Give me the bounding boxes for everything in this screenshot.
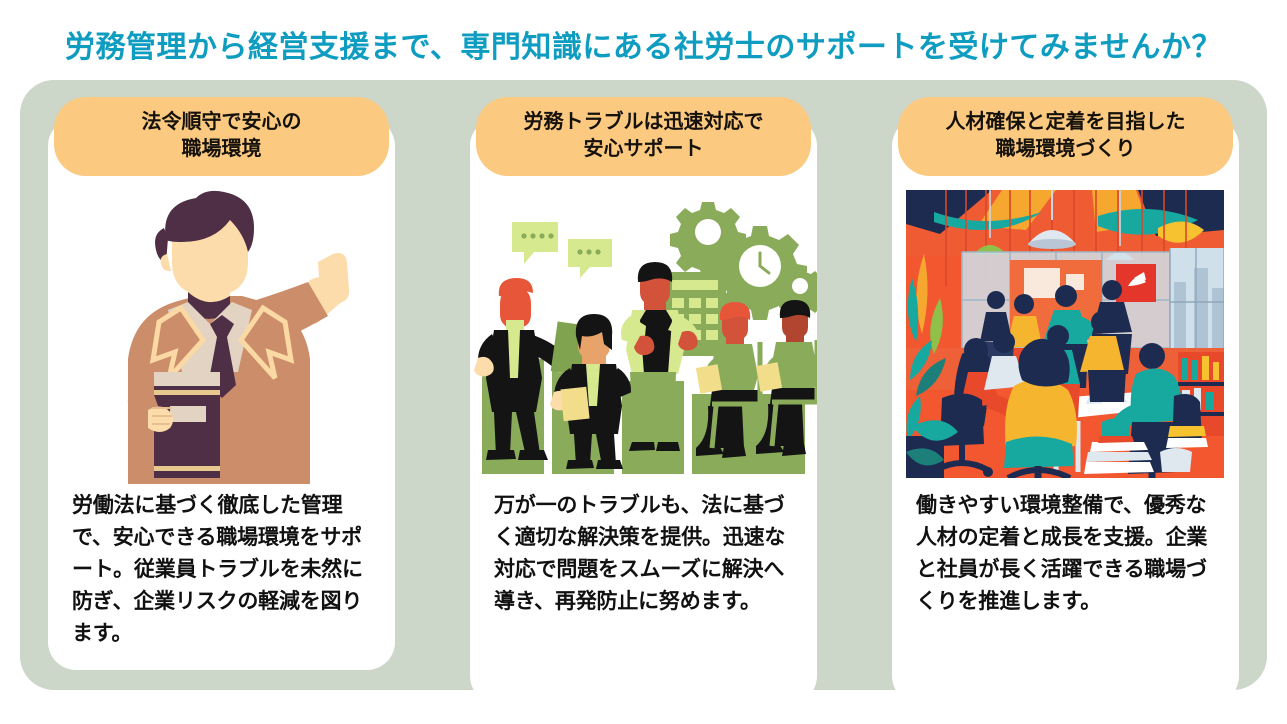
- figure-analyst: [621, 262, 698, 451]
- card-visual-compliance: [48, 184, 395, 484]
- paper-stack-icon: [1084, 418, 1208, 474]
- page-title: 労務管理から経営支援まで、専門知識にある社労士のサポートを受けてみませんか？: [65, 31, 1222, 64]
- card-header-line1: 人材確保と定着を目指した: [945, 111, 1186, 133]
- figure-seated-left: [695, 302, 767, 458]
- card-trouble-support[interactable]: 労務トラブルは迅速対応で 安心サポート: [470, 97, 817, 704]
- card-retention[interactable]: 人材確保と定着を目指した 職場環境づくり: [892, 97, 1239, 704]
- card-body-retention: 働きやすい環境整備で、優秀な人材の定着と成長を支援。企業と社員が長く活躍できる職…: [916, 494, 1208, 613]
- speech-bubble-icon: [512, 222, 612, 278]
- card-header-line1: 労務トラブルは迅速対応で: [523, 111, 764, 133]
- gear-icon: [670, 202, 817, 320]
- figure-seated-right: [755, 300, 817, 456]
- card-visual-trouble-support: [470, 184, 817, 484]
- team-podium-illustration: [474, 202, 817, 474]
- figure-presenter: [474, 278, 598, 460]
- card-header-line2: 職場環境づくり: [995, 138, 1136, 160]
- card-header-line1: 法令順守で安心の: [141, 111, 302, 133]
- card-compliance[interactable]: 法令順守で安心の 職場環境: [48, 97, 395, 670]
- card-visual-retention: [892, 184, 1239, 484]
- card-header-line2: 安心サポート: [583, 138, 704, 160]
- open-office-scene-icon: [906, 190, 1224, 478]
- card-header-line2: 職場環境: [181, 138, 262, 160]
- card-body-trouble-support: 万が一のトラブルも、法に基づく適切な解決策を提供。迅速な対応で問題をスムーズに解…: [494, 494, 786, 613]
- person-seated-group: [931, 331, 1202, 478]
- card-header-trouble-support: 労務トラブルは迅速対応で 安心サポート: [476, 97, 811, 176]
- businessman-pointing-icon: [127, 190, 350, 484]
- office-illustration: [906, 190, 1224, 478]
- card-body-compliance: 労働法に基づく徹底した管理で、安心できる職場環境をサポート。従業員トラブルを未然…: [72, 494, 363, 645]
- card-header-retention: 人材確保と定着を目指した 職場環境づくり: [898, 97, 1233, 176]
- figure-woman-bob: [550, 314, 632, 469]
- cards-row: 法令順守で安心の 職場環境: [20, 80, 1267, 704]
- card-header-compliance: 法令順守で安心の 職場環境: [54, 97, 389, 176]
